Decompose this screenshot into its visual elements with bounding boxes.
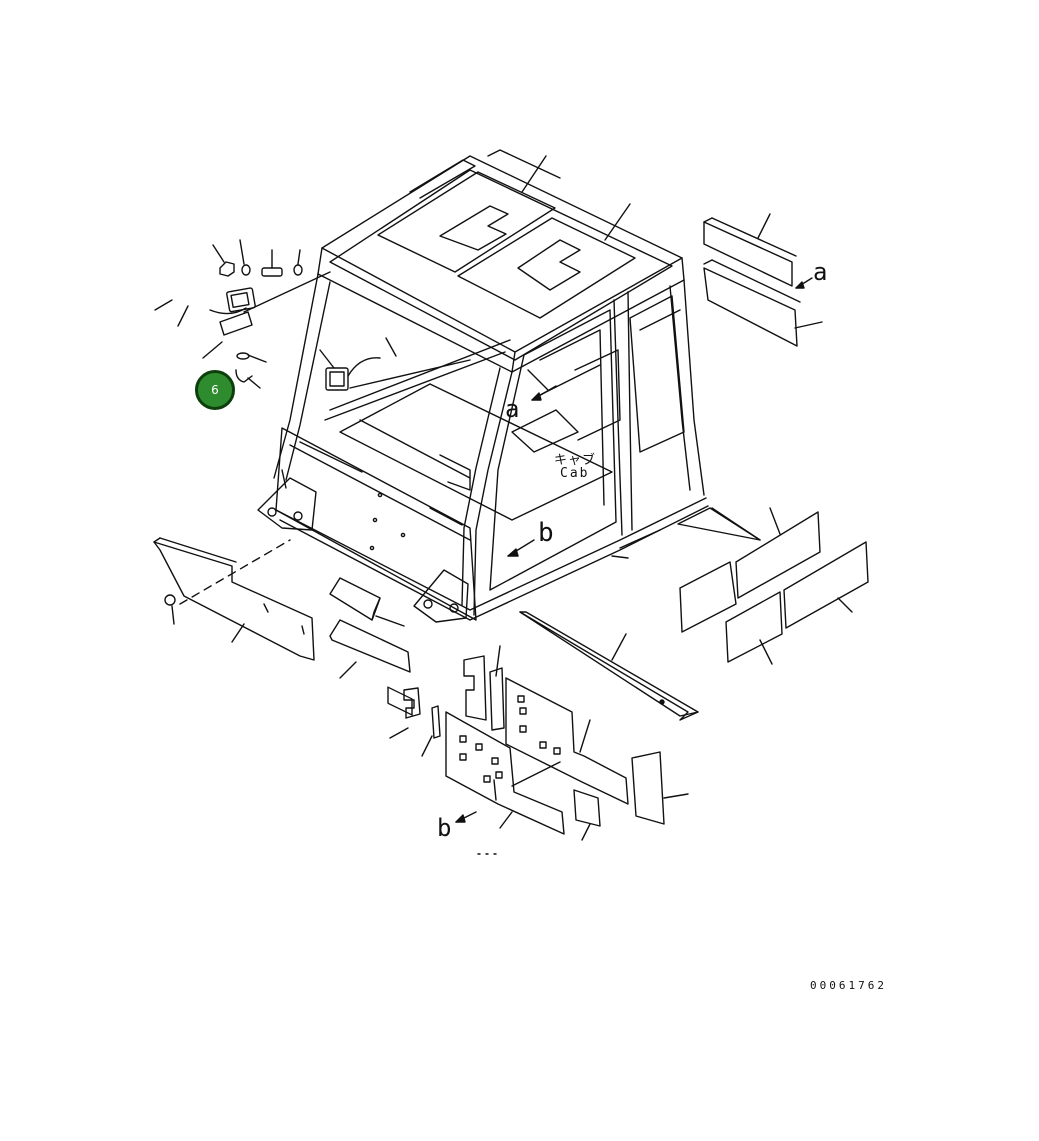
cab-frame [257,149,709,716]
bolt [261,267,283,277]
trim-upper-right [703,217,813,347]
cab-label-japanese: キャブ [554,453,597,468]
ref-label-a: a [813,258,828,286]
ref-label-b: b [538,518,554,548]
parts-lower [389,645,689,855]
washer [293,264,303,276]
panels-right [611,507,869,665]
mount-left [257,477,317,531]
mount-front [413,569,469,623]
callout-badge[interactable]: 6 [195,370,235,410]
washer [241,264,251,276]
work-lamp-assembly [154,239,471,391]
nut [219,261,235,277]
callout-number: 6 [211,383,219,397]
roof-panel-front [457,217,636,319]
roof-panel-rear [377,171,556,273]
pillar-right-front [613,299,623,536]
clip [164,594,176,606]
ref-label-a: a [505,395,520,423]
leaders-top [521,155,823,329]
blocks-center [329,577,411,679]
ref-label-b: b [437,814,452,842]
strip-diagonal [519,611,699,721]
pillar-right-rear [683,279,705,496]
cab-floor [339,383,613,521]
elbow-fitting [235,369,253,383]
drawing-number: 00061762 [810,979,887,992]
interior-lamp [325,367,349,391]
strip-left [153,537,315,661]
cab-left-wall [275,427,477,621]
pillar-left-front [473,371,513,616]
cab-label-english: Cab [560,466,590,481]
